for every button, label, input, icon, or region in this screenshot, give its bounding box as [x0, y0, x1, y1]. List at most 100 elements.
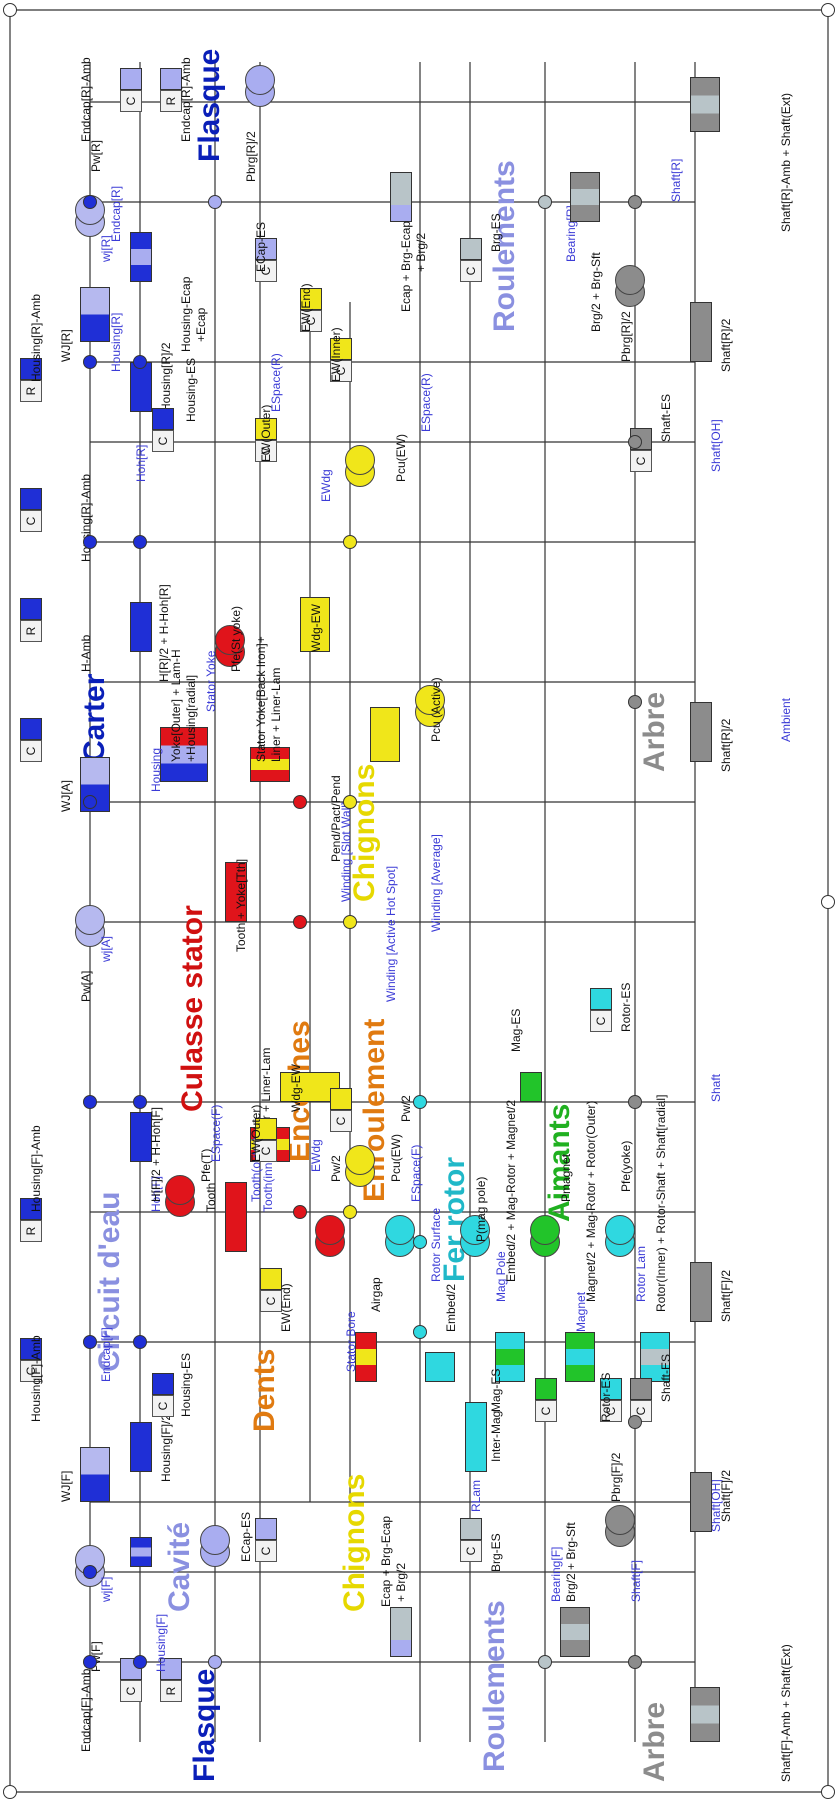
label-housing: Housing — [149, 747, 163, 792]
label-housing-es-r: Housing-ES — [184, 357, 198, 422]
label-housing-r-2: Housing[R]/2 — [159, 342, 173, 412]
label-tooth: Tooth — [204, 1182, 218, 1212]
rail-node-20 — [343, 795, 357, 809]
label-stator-yoke-back-1: Stator Yoke[Back Iron]+ — [254, 636, 268, 762]
label-housing-f: Housing[F] — [154, 1613, 168, 1672]
rail-node-31 — [628, 435, 642, 449]
label-ecap-es-r: ECap-ES — [254, 221, 268, 272]
shaft-r-2a-block — [690, 702, 712, 762]
label-ecap-es-f: ECap-ES — [239, 1511, 253, 1562]
label-housing-f-amb-2: Housing[F]-Amb — [29, 1125, 43, 1212]
label-shaft-f-2a: Shaft[F]/2 — [719, 1469, 733, 1522]
rotor-es-r-c-block — [590, 988, 612, 1010]
label-housing-ecap-2: +Ecap — [194, 307, 208, 342]
title-chignons-f: Chignons — [338, 1473, 371, 1612]
label-mag-es-1: Mag-ES — [509, 1008, 523, 1052]
brg-es-r-c-block — [460, 238, 482, 260]
label-rlam: RLam — [469, 1479, 483, 1512]
label-brg-sft-r: Brg/2 + Brg-Sft — [589, 252, 603, 332]
wj-r-block — [80, 287, 110, 342]
label-pend: Pend/Pact/Pend — [329, 775, 343, 862]
label-mag-es-2: Mag-ES — [489, 1368, 503, 1412]
label-h-f-hoh: H[F]/2 + H-Hoh[F] — [149, 1106, 163, 1202]
label-wdg-ew-r: Wdg-EW — [309, 604, 323, 652]
housing-es-f-c-block — [152, 1373, 174, 1395]
brg-es-r-c-c: C — [460, 260, 482, 282]
rail-node-21 — [343, 535, 357, 549]
label-stator-bore: Stator Bore — [344, 1311, 358, 1372]
rail-node-16 — [293, 915, 307, 929]
label-housing-f-2: Housing[F]/2 — [159, 1413, 173, 1482]
rail-node-5 — [83, 535, 97, 549]
label-pcu-ew-f: Pcu(EW) — [389, 1134, 403, 1182]
pbrg-r-source-b — [615, 265, 645, 295]
rail-node-18 — [343, 1205, 357, 1219]
label-airgap: Airgap — [369, 1277, 383, 1312]
ecap-es-f-source-b — [200, 1525, 230, 1555]
wj-a-source-b — [75, 905, 105, 935]
label-housing-es-f: Housing-ES — [179, 1352, 193, 1417]
rotor-surface-source-b — [385, 1215, 415, 1245]
title-cavite: Cavité — [163, 1521, 196, 1612]
label-endcap-r: Endcap[R] — [109, 185, 123, 242]
rail-node-26 — [538, 195, 552, 209]
rail-node-14 — [208, 195, 222, 209]
label-shaft-r-2a: Shaft[R]/2 — [719, 718, 733, 772]
label-wj-a: wj[A] — [99, 935, 113, 962]
pfe-yoke-source-b — [605, 1215, 635, 1245]
housing-r-2-block — [130, 362, 152, 412]
endcap-f-r-bottom-c: R — [160, 1680, 182, 1702]
housing-r-c-c: C — [20, 510, 42, 532]
rail-node-19 — [343, 915, 357, 929]
label-endcap-r-amb-1: Endcap[R]-Amb — [79, 57, 93, 142]
label-brg-sft-f: Brg/2 + Brg-Sft — [564, 1522, 578, 1602]
h-r-hoh-block — [130, 602, 152, 652]
label-p-mag-pole: P(mag pole) — [474, 1176, 488, 1242]
label-housing-r-amb-2: Housing[R]-Amb — [29, 293, 43, 382]
rail-node-25 — [538, 1655, 552, 1669]
label-wj-r: wj[R] — [99, 235, 113, 262]
label-brg-es-r: Brg-ES — [489, 213, 503, 252]
housing-r-r-c: R — [20, 380, 42, 402]
title-flasque-f: Flasque — [188, 1668, 221, 1782]
label-tooth-yoke: Tooth + Yoke[Tth] — [234, 858, 248, 952]
rail-node-8 — [133, 1655, 147, 1669]
housing-es-r-c-c: C — [152, 430, 174, 452]
h-amb-r-block — [20, 598, 42, 620]
label-espace-f-1: ESpace(F) — [209, 1104, 223, 1162]
label-pfe-yoke: Pfe(yoke) — [619, 1140, 633, 1192]
housing-es-r-c-block — [152, 408, 174, 430]
shaft-r-2b-block — [690, 302, 712, 362]
label-pw-2-b: Pw/2 — [399, 1095, 413, 1122]
label-housing-ecap-1: Housing-Ecap — [179, 276, 193, 352]
label-wj-f: wj[F] — [99, 1576, 113, 1602]
label-ecap-brg-r-1: Ecap + Brg-Ecap — [399, 220, 413, 312]
pbrg-f-source-b — [605, 1505, 635, 1535]
label-hoh-r: Hoh[R] — [134, 444, 148, 482]
title-chignons-r: Chignons — [348, 763, 381, 902]
endcap-f-c-top-c: C — [120, 1680, 142, 1702]
magnet-block — [565, 1332, 595, 1382]
bearing-r-block — [570, 172, 600, 222]
mag-es-f-c-block — [535, 1378, 557, 1400]
rail-node-30 — [628, 695, 642, 709]
endcap-r-c-top-c: C — [120, 90, 142, 112]
rail-node-17 — [293, 795, 307, 809]
label-stator-yoke-back-2: Liner + Liner-Lam — [269, 667, 283, 762]
rail-node-24 — [413, 1095, 427, 1109]
rail-node-4 — [83, 795, 97, 809]
ecap-es-f-c-c: C — [255, 1540, 277, 1562]
label-pcu-ew-r: Pcu(EW) — [394, 434, 408, 482]
tooth-block — [225, 1182, 247, 1252]
label-shaft-f-amb: Shaft[F]-Amb + Shaft(Ext) — [779, 1644, 793, 1782]
ecap-es-f-c-block — [255, 1518, 277, 1540]
pfe-t-source-b — [165, 1175, 195, 1205]
label-housing-f-amb-1: Housing[F]-Amb — [29, 1335, 43, 1422]
rail-node-13 — [208, 1655, 222, 1669]
title-arbre-r: Arbre — [638, 691, 671, 772]
label-ecap-brg-f-2: + Brg/2 — [394, 1562, 408, 1602]
label-rotor-lam: Rotor Lam — [634, 1245, 648, 1302]
rail-node-15 — [293, 1205, 307, 1219]
label-pbrg-f: Pbrg[F]/2 — [609, 1452, 623, 1502]
